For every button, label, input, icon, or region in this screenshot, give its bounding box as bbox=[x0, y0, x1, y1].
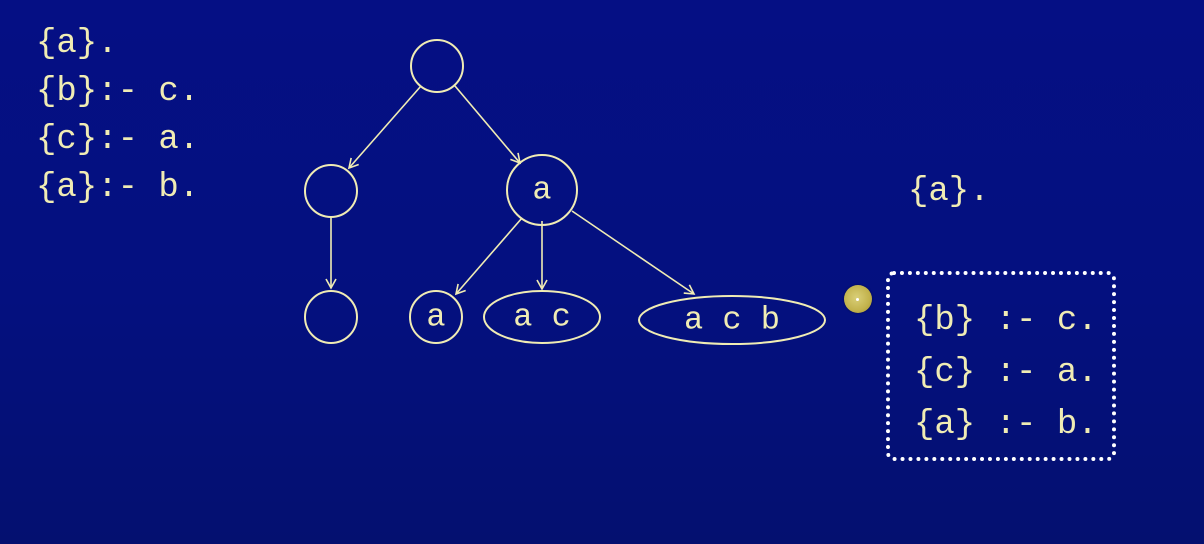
edge-root-left bbox=[347, 85, 422, 170]
tree-node-root bbox=[410, 39, 464, 93]
left-program: {a}. {b}:- c. {c}:- a. {a}:- b. bbox=[36, 20, 199, 212]
edge-right-to-a bbox=[454, 217, 523, 296]
svg-text:a c: a c bbox=[513, 299, 571, 336]
right-fact: {a}. bbox=[908, 173, 990, 211]
tree-node-leaf-a: a bbox=[409, 290, 463, 344]
left-program-rule: {a}:- b. bbox=[36, 169, 200, 207]
left-program-rule: {c}:- a. bbox=[36, 121, 200, 159]
remaining-program-list: {b} :- c. {c} :- a. {a} :- b. bbox=[914, 295, 1098, 451]
remaining-program-rule: {a} :- b. bbox=[914, 406, 1098, 444]
svg-text:a c b: a c b bbox=[684, 302, 780, 339]
svg-text:a: a bbox=[426, 299, 445, 336]
left-program-rule: {b}:- c. bbox=[36, 73, 200, 111]
remaining-program-rule: {c} :- a. bbox=[914, 354, 1098, 392]
pointer-cursor-icon bbox=[844, 285, 872, 313]
edge-right-to-acb bbox=[571, 210, 696, 295]
remaining-program-box: {b} :- c. {c} :- a. {a} :- b. bbox=[886, 271, 1116, 461]
svg-text:a: a bbox=[532, 172, 551, 209]
tree-node-right: a bbox=[506, 154, 578, 226]
tree-node-left-leaf bbox=[304, 290, 358, 344]
tree-node-leaf-acb: a c b bbox=[638, 295, 826, 345]
tree-node-leaf-ac: a c bbox=[483, 290, 601, 344]
left-program-rule: {a}. bbox=[36, 25, 118, 63]
remaining-program-rule: {b} :- c. bbox=[914, 302, 1098, 340]
tree-node-left bbox=[304, 164, 358, 218]
edge-root-right bbox=[454, 85, 522, 165]
